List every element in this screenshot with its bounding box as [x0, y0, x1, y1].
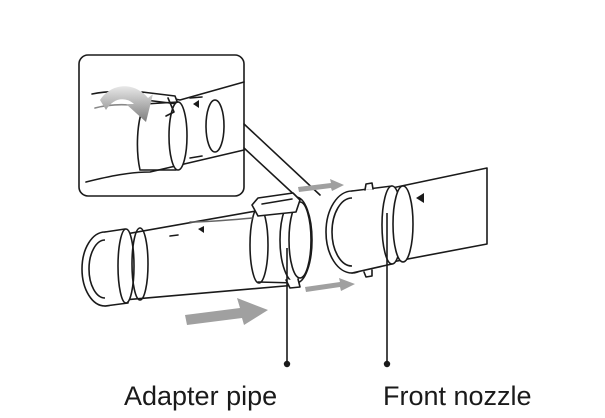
nozzle-alignment-marker	[416, 193, 424, 203]
inset-ring	[205, 99, 225, 153]
inset-pipe-lower-edge	[85, 149, 245, 183]
adapter-seam-line	[189, 217, 253, 223]
adapter-pipe-label: Adapter pipe	[124, 381, 278, 411]
inset-alignment-marker	[193, 100, 199, 108]
inset-clip-tab	[165, 97, 175, 117]
inset-leader-line-lower	[243, 147, 301, 201]
push-arrow-large-icon	[185, 298, 268, 325]
motion-arrows	[185, 179, 355, 325]
nozzle-tab-bottom	[363, 269, 373, 278]
inset-leader-line-upper	[243, 123, 321, 196]
nozzle-pointer-dot	[383, 360, 391, 368]
adapter-latch-clip	[251, 192, 301, 217]
adapter-pointer-dot	[283, 360, 291, 368]
adapter-inlet-band-2	[131, 227, 149, 301]
detail-inset	[78, 54, 321, 201]
adapter-body-slot	[169, 234, 179, 237]
adapter-body-marker	[198, 226, 204, 233]
adapter-pipe	[81, 192, 313, 307]
front-nozzle-label: Front nozzle	[383, 381, 532, 411]
slide-arrow-upper-icon	[298, 179, 344, 192]
nozzle-tab-top	[364, 182, 374, 191]
adapter-latch-ridge	[261, 198, 293, 205]
inset-adapter-collar	[168, 101, 188, 171]
callout-leaders	[283, 213, 391, 368]
rotate-arrow-icon	[100, 86, 153, 122]
front-nozzle	[325, 167, 488, 278]
slide-arrow-lower-icon	[305, 278, 355, 292]
adapter-latch-tab	[285, 278, 301, 289]
adapter-inlet-band	[117, 228, 135, 304]
inset-ring-band	[189, 96, 203, 159]
nozzle-band-rear	[392, 185, 414, 263]
inset-frame	[78, 54, 245, 197]
